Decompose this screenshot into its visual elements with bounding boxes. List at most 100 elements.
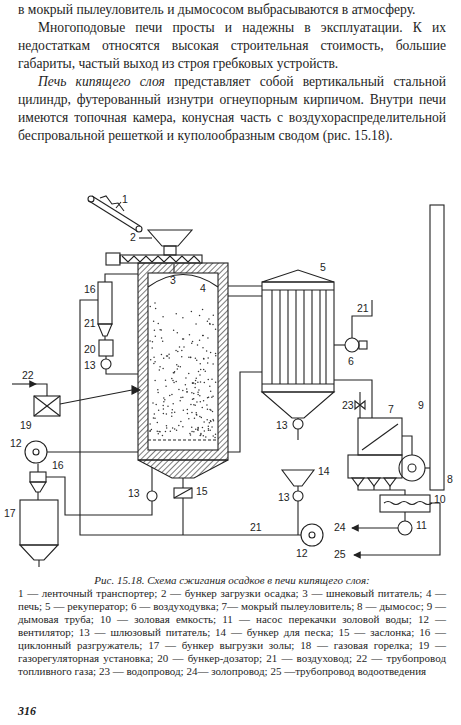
furnace (162, 405, 164, 407)
body-text: в мокрый пылеуловитель и дымососом выбра… (18, 2, 416, 17)
furnace (212, 395, 214, 397)
furnace (197, 391, 199, 393)
caption-list: 1 — ленточный транспортер; 2 — бункер за… (18, 587, 446, 678)
furnace (155, 308, 157, 310)
furnace (205, 436, 207, 438)
furnace (167, 405, 169, 407)
exhauster (425, 467, 430, 468)
damper (182, 498, 183, 535)
furnace (165, 379, 167, 381)
furnace (211, 378, 213, 380)
caption-item: 6 — воздуходувка; (131, 600, 219, 612)
furnace (153, 363, 155, 365)
furnace (215, 355, 217, 357)
recuperator (319, 290, 320, 384)
furnace (202, 335, 204, 337)
caption-item: 18 — газовая горелка; (300, 639, 412, 651)
furnace (189, 433, 191, 435)
furnace (190, 404, 192, 406)
furnace (161, 354, 163, 356)
furnace (202, 335, 204, 337)
callout-number: 3 (170, 275, 176, 286)
furnace (158, 410, 160, 412)
body-text: Многоподовые печи просты и надежны в экс… (18, 20, 446, 71)
furnace (162, 435, 164, 437)
cyclone (104, 336, 105, 340)
furnace (195, 323, 197, 325)
furnace (199, 315, 201, 317)
furnace (162, 341, 164, 343)
furnace (173, 382, 175, 384)
furnace (193, 431, 195, 433)
gas-unit (60, 390, 132, 404)
furnace (192, 383, 194, 385)
furnace (150, 306, 152, 308)
furnace (149, 431, 151, 433)
furnace (157, 422, 159, 424)
furnace (166, 427, 168, 429)
furnace (175, 350, 177, 352)
damper (174, 488, 192, 498)
belt-conveyor (89, 201, 137, 231)
callout-number: 21 (250, 522, 262, 533)
caption-item: 24— золопровод; (186, 665, 267, 677)
sand-hopper (282, 470, 323, 546)
furnace (195, 412, 197, 414)
furnace (178, 389, 180, 391)
scrubber (352, 478, 364, 486)
furnace (173, 329, 175, 331)
furnace (206, 404, 208, 406)
ash-bunker (20, 545, 58, 560)
furnace (196, 414, 198, 416)
furnace (164, 399, 166, 401)
furnace (154, 329, 156, 331)
recuperator (325, 290, 326, 384)
furnace (175, 313, 177, 315)
furnace (178, 425, 180, 427)
furnace (207, 379, 209, 381)
furnace (210, 420, 212, 422)
furnace (151, 347, 153, 349)
furnace (161, 337, 163, 339)
furnace (199, 416, 201, 418)
ash-tank (398, 521, 412, 535)
recuperator (262, 282, 334, 392)
exhauster (399, 436, 430, 481)
furnace (195, 383, 197, 385)
furnace (194, 387, 196, 389)
callout-number: 25 (334, 549, 346, 560)
gas-unit (34, 396, 60, 416)
furnace (203, 369, 205, 371)
chimney (430, 205, 444, 490)
furnace (208, 428, 210, 430)
furnace (183, 346, 185, 348)
furnace (191, 392, 193, 394)
furnace (212, 363, 214, 365)
furnace (212, 419, 214, 421)
callout-number: 8 (447, 474, 453, 485)
furnace (198, 389, 200, 391)
cyclone (98, 282, 112, 324)
furnace (194, 418, 196, 420)
sludge-hopper (139, 237, 152, 238)
furnace (149, 423, 151, 425)
furnace (191, 426, 193, 428)
recuperator (293, 419, 303, 429)
furnace (163, 408, 165, 410)
furnace (163, 358, 165, 360)
furnace (193, 398, 195, 400)
furnace (205, 370, 207, 372)
callout-number: 14 (318, 466, 330, 477)
furnace (154, 380, 156, 382)
furnace (150, 359, 152, 361)
furnace (195, 380, 197, 382)
recuperator (228, 295, 262, 296)
callout-number: 9 (418, 400, 424, 411)
callout-number: 22 (22, 370, 34, 381)
furnace (195, 358, 197, 360)
furnace (215, 382, 217, 384)
scrubber (373, 486, 374, 490)
scrubber (384, 478, 396, 486)
furnace (176, 430, 178, 432)
furnace (206, 419, 208, 421)
